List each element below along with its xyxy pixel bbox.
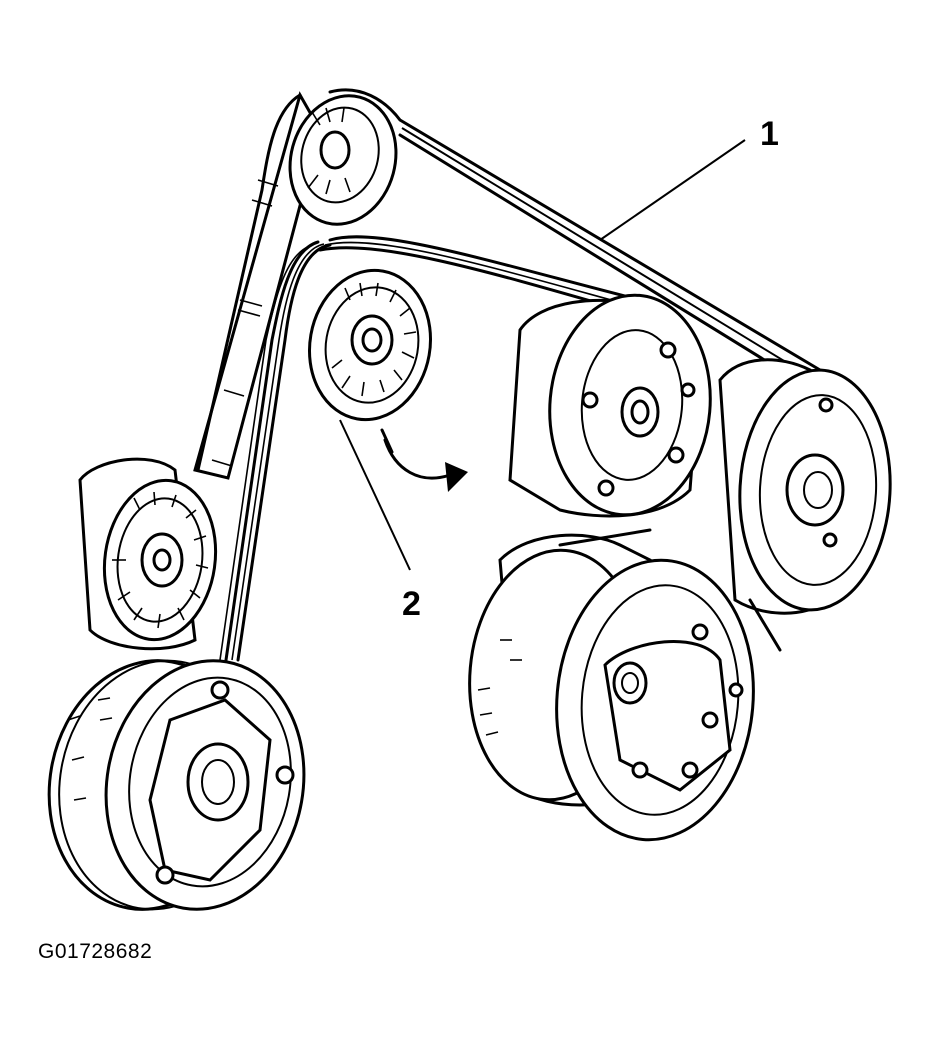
right-pulley bbox=[718, 358, 892, 615]
drive-belt-outer bbox=[193, 88, 822, 480]
callout-1-leader bbox=[599, 139, 746, 241]
top-idler-pulley bbox=[288, 94, 398, 226]
callout-2-leader bbox=[339, 419, 411, 571]
callout-1-label: 1 bbox=[760, 115, 779, 153]
upper-center-pulley bbox=[508, 293, 712, 518]
crankshaft-pulley bbox=[47, 659, 306, 911]
figure-id: G01728682 bbox=[38, 940, 153, 963]
lower-right-pulley bbox=[468, 528, 782, 842]
drive-belt-inner bbox=[219, 235, 662, 662]
left-idler-pulley bbox=[78, 457, 218, 651]
rotation-arrow bbox=[380, 428, 468, 492]
tensioner-pulley bbox=[307, 268, 433, 422]
callout-2-label: 2 bbox=[402, 585, 421, 623]
